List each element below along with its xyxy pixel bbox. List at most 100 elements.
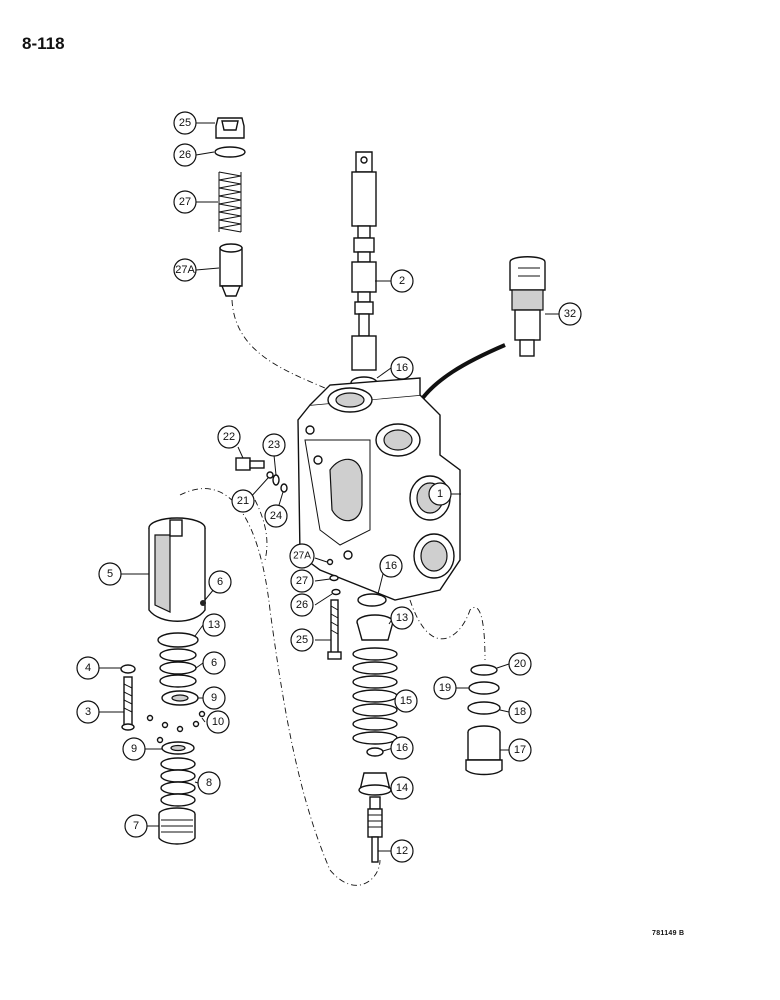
callout-11-label: 13 (208, 619, 220, 631)
callout-23: 23 (262, 433, 286, 457)
callout-30-label: 27 (179, 196, 191, 208)
callout-28: 25 (173, 111, 197, 135)
callout-9-lower: 9 (122, 737, 146, 761)
callout-26: 26 (290, 593, 314, 617)
callout-16-lower: 16 (379, 554, 403, 578)
retainer-part-9-upper (161, 690, 199, 706)
callout-13-upper: 13 (390, 606, 414, 630)
callout-6-upper-label: 6 (217, 576, 223, 588)
callout-7-label: 7 (133, 820, 139, 832)
o-ring-part-24 (280, 483, 288, 493)
callout-4: 4 (76, 656, 100, 680)
screw-part-3 (121, 676, 135, 731)
callout-8-label: 8 (206, 777, 212, 789)
callout-12-label: 12 (396, 845, 408, 857)
callout-19: 19 (433, 676, 457, 700)
callout-18-label: 18 (514, 706, 526, 718)
callout-19-label: 19 (439, 682, 451, 694)
callout-17: 17 (508, 738, 532, 762)
o-ring-part-18 (467, 701, 501, 715)
callout-12: 12 (390, 839, 414, 863)
callout-5: 5 (98, 562, 122, 586)
callout-27a-label: 27A (293, 551, 311, 562)
o-ring-part-23 (272, 474, 280, 486)
spring-seat-part-13-lower (358, 772, 392, 796)
leader-lines (98, 122, 559, 852)
callout-5-label: 5 (107, 568, 113, 580)
callout-16-top: 16 (390, 356, 414, 380)
callout-13-upper-label: 13 (396, 612, 408, 624)
page-number: 8-118 (22, 34, 65, 53)
callout-22: 22 (217, 425, 241, 449)
screw-part-25 (327, 599, 342, 660)
callout-27-label: 27 (296, 575, 308, 587)
callout-21-label: 21 (237, 495, 249, 507)
callout-14-label: 15 (400, 695, 412, 707)
end-cap-part-7 (158, 807, 196, 845)
pin-part-6-upper (200, 600, 206, 606)
callout-20: 20 (508, 652, 532, 676)
assembly-path-cap (409, 599, 486, 661)
callout-21: 21 (231, 489, 255, 513)
retainer-part-9-lower (161, 741, 195, 755)
spring-seat-part-13-upper (356, 614, 394, 641)
callout-16-lower-label: 16 (385, 560, 397, 572)
o-ring-part-29 (214, 146, 246, 158)
callout-24: 24 (264, 504, 288, 528)
callout-27a: 27A (289, 543, 315, 569)
callout-23-label: 23 (268, 439, 280, 451)
bolt-part-12 (367, 796, 383, 863)
ring-part-11 (157, 632, 199, 648)
callout-29-label: 26 (179, 149, 191, 161)
poppet-part-31 (219, 243, 243, 297)
callout-29: 26 (173, 143, 197, 167)
callout-9-upper-label: 9 (211, 692, 217, 704)
plug-part-28 (215, 117, 245, 139)
callout-24-label: 24 (270, 510, 282, 522)
callout-10: 10 (206, 710, 230, 734)
callout-8: 8 (197, 771, 221, 795)
callout-20-label: 20 (514, 658, 526, 670)
callout-1: 1 (428, 482, 452, 506)
callout-13-lower: 14 (390, 776, 414, 800)
callout-10-label: 10 (212, 716, 224, 728)
callout-15: 16 (390, 736, 414, 760)
o-ring-part-16-lower (357, 593, 387, 607)
callout-18: 18 (508, 700, 532, 724)
callout-3: 3 (76, 700, 100, 724)
balls-part-10 (146, 710, 206, 744)
figure-code: 781149 B (652, 930, 685, 937)
callout-4-label: 4 (85, 662, 91, 674)
spring-part-14 (352, 647, 398, 745)
callout-6-lower-label: 6 (211, 657, 217, 669)
spool-housing-part-5 (148, 517, 206, 622)
callout-31: 27A (173, 258, 197, 282)
spring-part-30 (218, 171, 242, 233)
valve-body-part-1 (297, 377, 461, 601)
ball-part-27a (326, 558, 334, 566)
callout-14: 15 (394, 689, 418, 713)
callout-3-label: 3 (85, 706, 91, 718)
callout-17-label: 17 (514, 744, 526, 756)
callout-27: 27 (290, 569, 314, 593)
backup-ring-part-19 (468, 681, 500, 695)
relief-valve-location-arrow (413, 343, 506, 411)
washers-part-8 (160, 757, 196, 807)
callout-16-top-label: 16 (396, 362, 408, 374)
callout-26-label: 26 (296, 599, 308, 611)
callout-25: 25 (290, 628, 314, 652)
plug-part-22 (235, 457, 265, 471)
callout-7: 7 (124, 814, 148, 838)
washers-part-6 (159, 648, 197, 688)
callout-32-label: 32 (564, 308, 576, 320)
callout-6-lower: 6 (202, 651, 226, 675)
seal-part-27 (329, 574, 339, 582)
relief-valve-part-32 (509, 256, 546, 357)
callout-13-lower-label: 14 (396, 782, 408, 794)
callout-11: 13 (202, 613, 226, 637)
callout-32: 32 (558, 302, 582, 326)
seal-part-21 (266, 471, 274, 479)
o-ring-part-20 (470, 664, 498, 676)
assembly-path-spool-housing (179, 488, 381, 886)
